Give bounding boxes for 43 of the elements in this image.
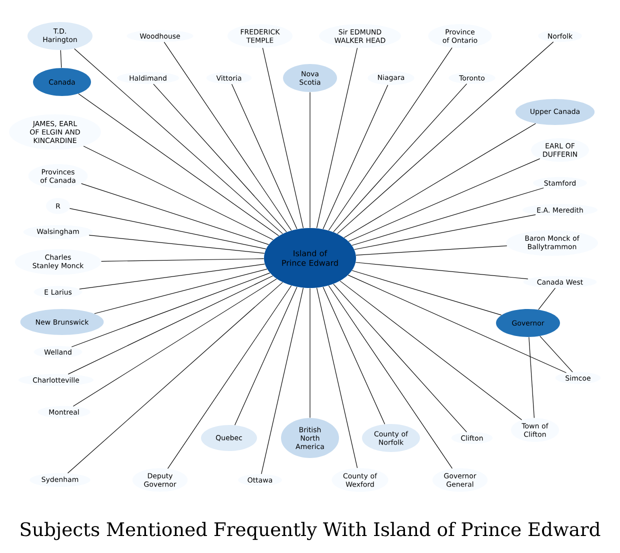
connector-line bbox=[69, 208, 266, 250]
connector-line bbox=[167, 285, 292, 469]
connector-line bbox=[316, 48, 358, 228]
connector-line bbox=[67, 282, 283, 474]
connector-line bbox=[78, 93, 279, 236]
connector-line bbox=[88, 234, 265, 254]
connector-line bbox=[355, 262, 528, 280]
connector-line bbox=[234, 286, 298, 426]
connector-line bbox=[528, 336, 535, 418]
connector-line bbox=[344, 123, 536, 238]
connector-line bbox=[68, 276, 274, 374]
connector-line bbox=[71, 272, 270, 348]
connector-line bbox=[540, 336, 573, 372]
connector-line bbox=[337, 42, 554, 234]
connector-line bbox=[100, 258, 264, 262]
connector-line bbox=[356, 245, 508, 256]
connector-line bbox=[262, 48, 304, 228]
connector-line bbox=[164, 42, 292, 231]
connector-line bbox=[352, 188, 544, 246]
connector-line bbox=[322, 286, 386, 424]
connector-line bbox=[231, 84, 298, 230]
chart-title: Subjects Mentioned Frequently With Island of Prince Edward bbox=[20, 522, 600, 540]
connector-line bbox=[333, 84, 468, 232]
connector-line bbox=[72, 278, 277, 407]
connector-line bbox=[74, 48, 283, 234]
connector-line bbox=[94, 268, 268, 314]
connector-line bbox=[352, 270, 502, 316]
connector-line bbox=[261, 288, 304, 474]
connector-line bbox=[316, 288, 358, 468]
connector-line bbox=[348, 158, 540, 242]
connector-line bbox=[348, 274, 567, 374]
connector-line bbox=[333, 284, 467, 432]
connector-line bbox=[322, 84, 388, 230]
connector-line bbox=[328, 47, 452, 231]
connector-line bbox=[153, 84, 287, 232]
connector-line bbox=[83, 146, 274, 240]
connector-line bbox=[340, 280, 522, 420]
connector-line bbox=[81, 183, 269, 245]
connector-line bbox=[354, 214, 536, 250]
connector-line bbox=[60, 50, 62, 68]
connector-line bbox=[328, 285, 453, 469]
connector-line bbox=[538, 288, 556, 310]
connector-line bbox=[79, 264, 266, 290]
